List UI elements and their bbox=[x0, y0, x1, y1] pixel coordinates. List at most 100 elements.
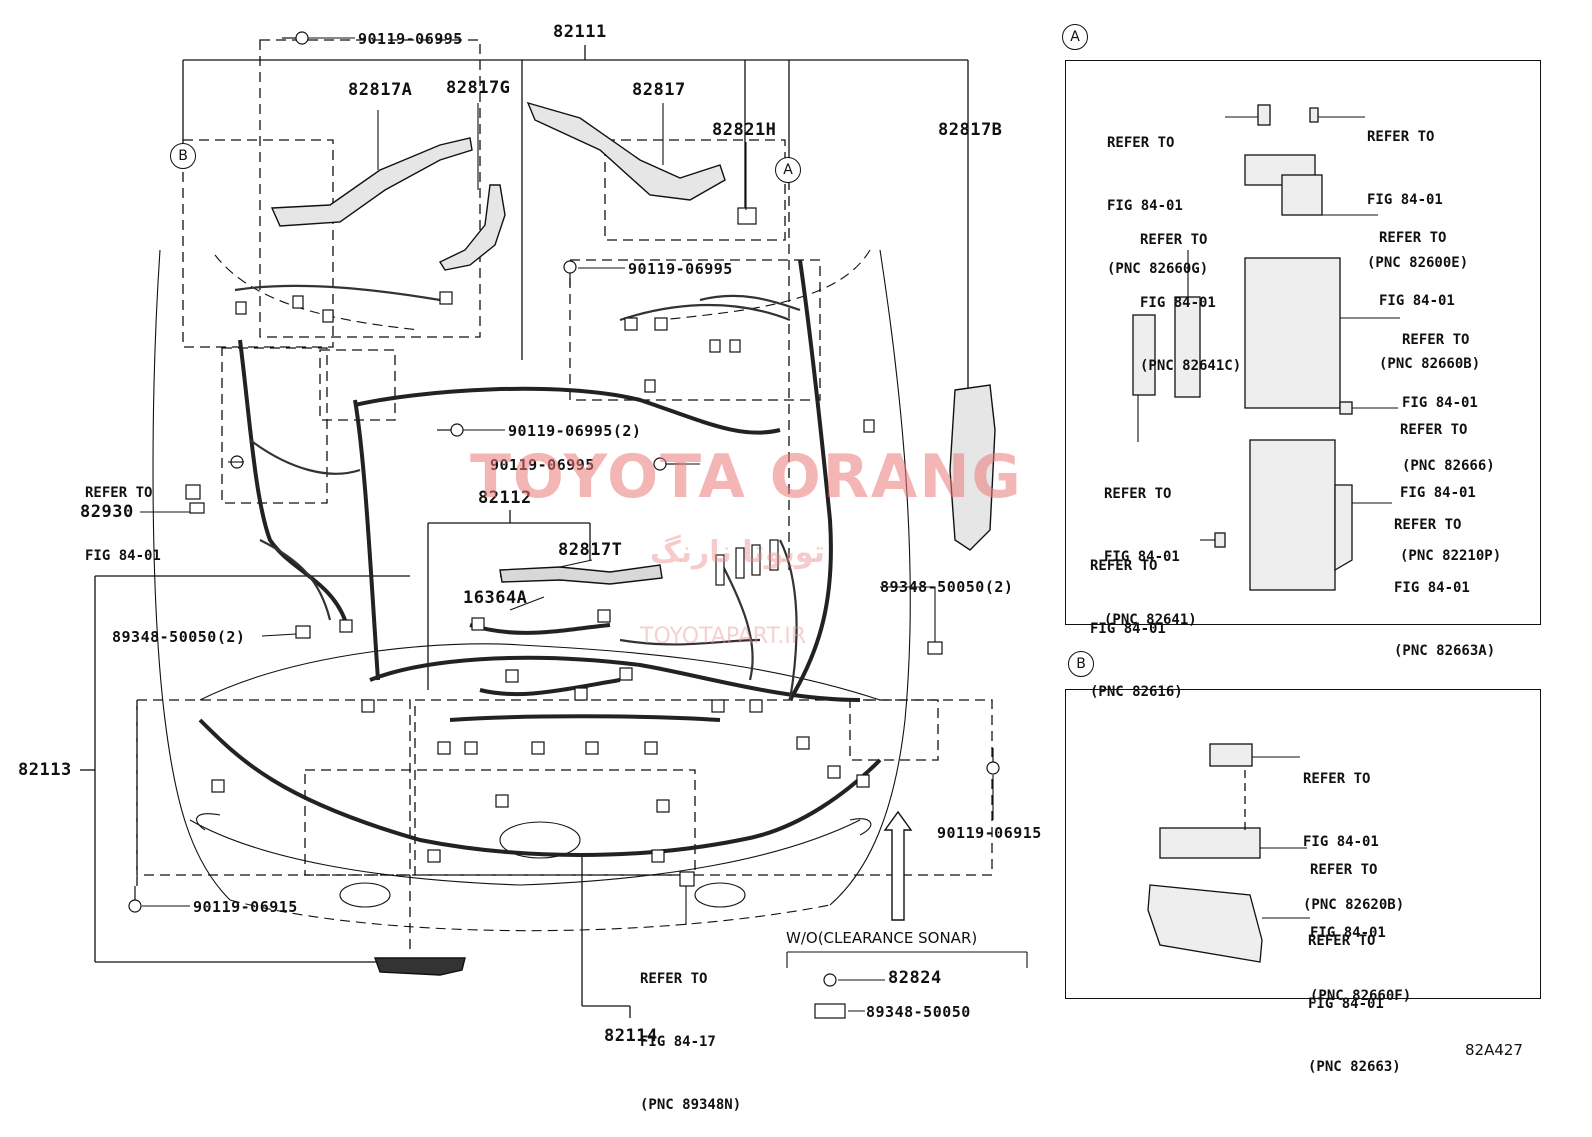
ref-line: (PNC 82663A) bbox=[1394, 643, 1496, 659]
bracket-82817G-shape bbox=[438, 184, 506, 271]
panel-a-leaders bbox=[1137, 116, 1400, 541]
part-82111-label: 82111 bbox=[553, 22, 607, 42]
panel-a-ref-82616[interactable]: REFER TO FIG 84-01 (PNC 82616) bbox=[1090, 514, 1183, 724]
panel-a-ref-82660B[interactable]: REFER TO FIG 84-01 (PNC 82660B) bbox=[1379, 186, 1480, 396]
ref-line: (PNC 82641C) bbox=[1140, 358, 1242, 374]
bracket-82114 bbox=[581, 855, 631, 1018]
bracket-82817-shape bbox=[526, 101, 726, 201]
part-82114-label: 82114 bbox=[604, 1026, 658, 1046]
ref-line: REFER TO bbox=[1367, 129, 1435, 145]
ref-line: FIG 84-01 bbox=[1367, 192, 1443, 208]
harness-wires-thin bbox=[234, 284, 801, 701]
front-arrow bbox=[883, 810, 913, 921]
bracket-82817B-shape bbox=[949, 384, 996, 551]
panel-a-ref-82600E[interactable]: REFER TO FIG 84-01 (PNC 82600E) bbox=[1367, 85, 1468, 295]
refer-left-line2: FIG 84-01 bbox=[85, 548, 161, 564]
clip-right-label: 89348-50050(2) bbox=[880, 578, 1014, 596]
bolt-bottom-right-label: 90119-06915 bbox=[937, 824, 1042, 842]
panel-a-box bbox=[1065, 60, 1541, 625]
ref-line: REFER TO bbox=[1140, 232, 1208, 248]
ref-line: FIG 84-01 bbox=[1303, 834, 1379, 850]
ref-line: REFER TO bbox=[1090, 558, 1158, 574]
ref-line: (PNC 82666) bbox=[1402, 458, 1495, 474]
panel-a-ref-82666[interactable]: REFER TO FIG 84-01 (PNC 82666) bbox=[1402, 288, 1495, 498]
ref-line: (PNC 82663) bbox=[1308, 1059, 1401, 1075]
ref-line: FIG 84-01 bbox=[1310, 925, 1386, 941]
part-82817-label: 82817 bbox=[632, 80, 686, 100]
refer-left-line1: REFER TO bbox=[85, 485, 153, 501]
panel-b-tag: B bbox=[1068, 651, 1094, 677]
note-without-clearance-sonar: W/O(CLEARANCE SONAR) bbox=[786, 929, 978, 947]
bolt-mid-label: 90119-06995 bbox=[628, 260, 733, 278]
ref-line: FIG 84-01 bbox=[1394, 580, 1470, 596]
panel-a-ref-82641[interactable]: REFER TO FIG 84-01 (PNC 82641) bbox=[1104, 442, 1197, 652]
refer-left[interactable]: REFER TO FIG 84-01 bbox=[85, 441, 161, 588]
part-82821H-label: 82821H bbox=[712, 120, 777, 140]
ref-line: REFER TO bbox=[1379, 230, 1447, 246]
bolt-2-label: 90119-06995(2) bbox=[508, 422, 642, 440]
ref-line: FIG 84-01 bbox=[1308, 996, 1384, 1012]
part-82817B-label: 82817B bbox=[938, 120, 1003, 140]
ref-line: (PNC 82660B) bbox=[1379, 356, 1481, 372]
ref-line: (PNC 82620B) bbox=[1303, 897, 1405, 913]
wiring-diagram-canvas bbox=[80, 31, 1400, 1019]
ref-line: FIG 84-01 bbox=[1104, 549, 1180, 565]
ref-line: (PNC 82210P) bbox=[1400, 548, 1502, 564]
ref-line: FIG 84-01 bbox=[1400, 485, 1476, 501]
part-82930-label: 82930 bbox=[80, 502, 134, 522]
ref-line: REFER TO bbox=[1394, 517, 1462, 533]
panel-b-box bbox=[1065, 689, 1541, 999]
refer-bottom-line2: FIG 84-17 bbox=[640, 1034, 716, 1050]
clip-bottom-label: 89348-50050 bbox=[866, 1003, 971, 1021]
panel-a-components bbox=[1132, 104, 1353, 591]
ref-line: (PNC 82660G) bbox=[1107, 261, 1209, 277]
bolt-center-label: 90119-06995 bbox=[490, 456, 595, 474]
harness-wires bbox=[198, 259, 882, 857]
ref-line: FIG 84-01 bbox=[1402, 395, 1478, 411]
part-16364A-label: 16364A bbox=[463, 588, 528, 608]
bracket-bottom-shape bbox=[374, 957, 466, 976]
refer-bottom[interactable]: REFER TO FIG 84-17 (PNC 89348N) bbox=[640, 927, 741, 1137]
ref-line: REFER TO bbox=[1303, 771, 1371, 787]
bracket-82111 bbox=[182, 45, 969, 390]
ref-line: (PNC 82600E) bbox=[1367, 255, 1469, 271]
car-body-outline bbox=[152, 249, 911, 932]
ref-line: REFER TO bbox=[1308, 933, 1376, 949]
panel-b-components bbox=[1147, 743, 1263, 963]
panel-a-ref-82210P[interactable]: REFER TO FIG 84-01 (PNC 82210P) bbox=[1400, 378, 1501, 588]
part-82817G-label: 82817G bbox=[446, 78, 511, 98]
ref-line: REFER TO bbox=[1402, 332, 1470, 348]
ref-line: (PNC 82641) bbox=[1104, 612, 1197, 628]
bracket-82113 bbox=[80, 575, 410, 963]
figure-code: 82A427 bbox=[1465, 1041, 1523, 1059]
bracket-82817A-shape bbox=[270, 137, 473, 227]
ref-line: REFER TO bbox=[1400, 422, 1468, 438]
part-82817T-label: 82817T bbox=[558, 540, 623, 560]
tag-a-marker[interactable]: A bbox=[775, 157, 801, 183]
panel-b-ref-82663[interactable]: REFER TO FIG 84-01 (PNC 82663) bbox=[1308, 889, 1401, 1099]
panel-a-ref-82641C[interactable]: REFER TO FIG 84-01 (PNC 82641C) bbox=[1140, 188, 1241, 398]
connectors bbox=[185, 207, 943, 887]
bolt-bottom-left-label: 90119-06915 bbox=[193, 898, 298, 916]
bracket-82817T-shape bbox=[499, 564, 663, 585]
tag-b-marker[interactable]: B bbox=[170, 143, 196, 169]
part-82824-label: 82824 bbox=[888, 968, 942, 988]
ref-line: FIG 84-01 bbox=[1379, 293, 1455, 309]
part-82112-label: 82112 bbox=[478, 488, 532, 508]
panel-b-ref-82620B[interactable]: REFER TO FIG 84-01 (PNC 82620B) bbox=[1303, 727, 1404, 937]
panel-a-ref-82663A[interactable]: REFER TO FIG 84-01 (PNC 82663A) bbox=[1394, 473, 1495, 683]
panel-b-leaders bbox=[1252, 756, 1310, 919]
dashed-regions bbox=[136, 39, 993, 955]
ref-line: (PNC 82660F) bbox=[1310, 988, 1412, 1004]
part-82113-label: 82113 bbox=[18, 760, 72, 780]
bracket-82112 bbox=[427, 510, 591, 690]
panel-a-tag: A bbox=[1062, 24, 1088, 50]
panel-b-ref-82660F[interactable]: REFER TO FIG 84-01 (PNC 82660F) bbox=[1310, 818, 1411, 1028]
panel-a-ref-82660G[interactable]: REFER TO FIG 84-01 (PNC 82660G) bbox=[1107, 91, 1208, 301]
ref-line: FIG 84-01 bbox=[1140, 295, 1216, 311]
ref-line: FIG 84-01 bbox=[1107, 198, 1183, 214]
clip-left-label: 89348-50050(2) bbox=[112, 628, 246, 646]
ref-line: REFER TO bbox=[1104, 486, 1172, 502]
refer-bottom-line3: (PNC 89348N) bbox=[640, 1097, 742, 1113]
part-82817A-label: 82817A bbox=[348, 80, 413, 100]
